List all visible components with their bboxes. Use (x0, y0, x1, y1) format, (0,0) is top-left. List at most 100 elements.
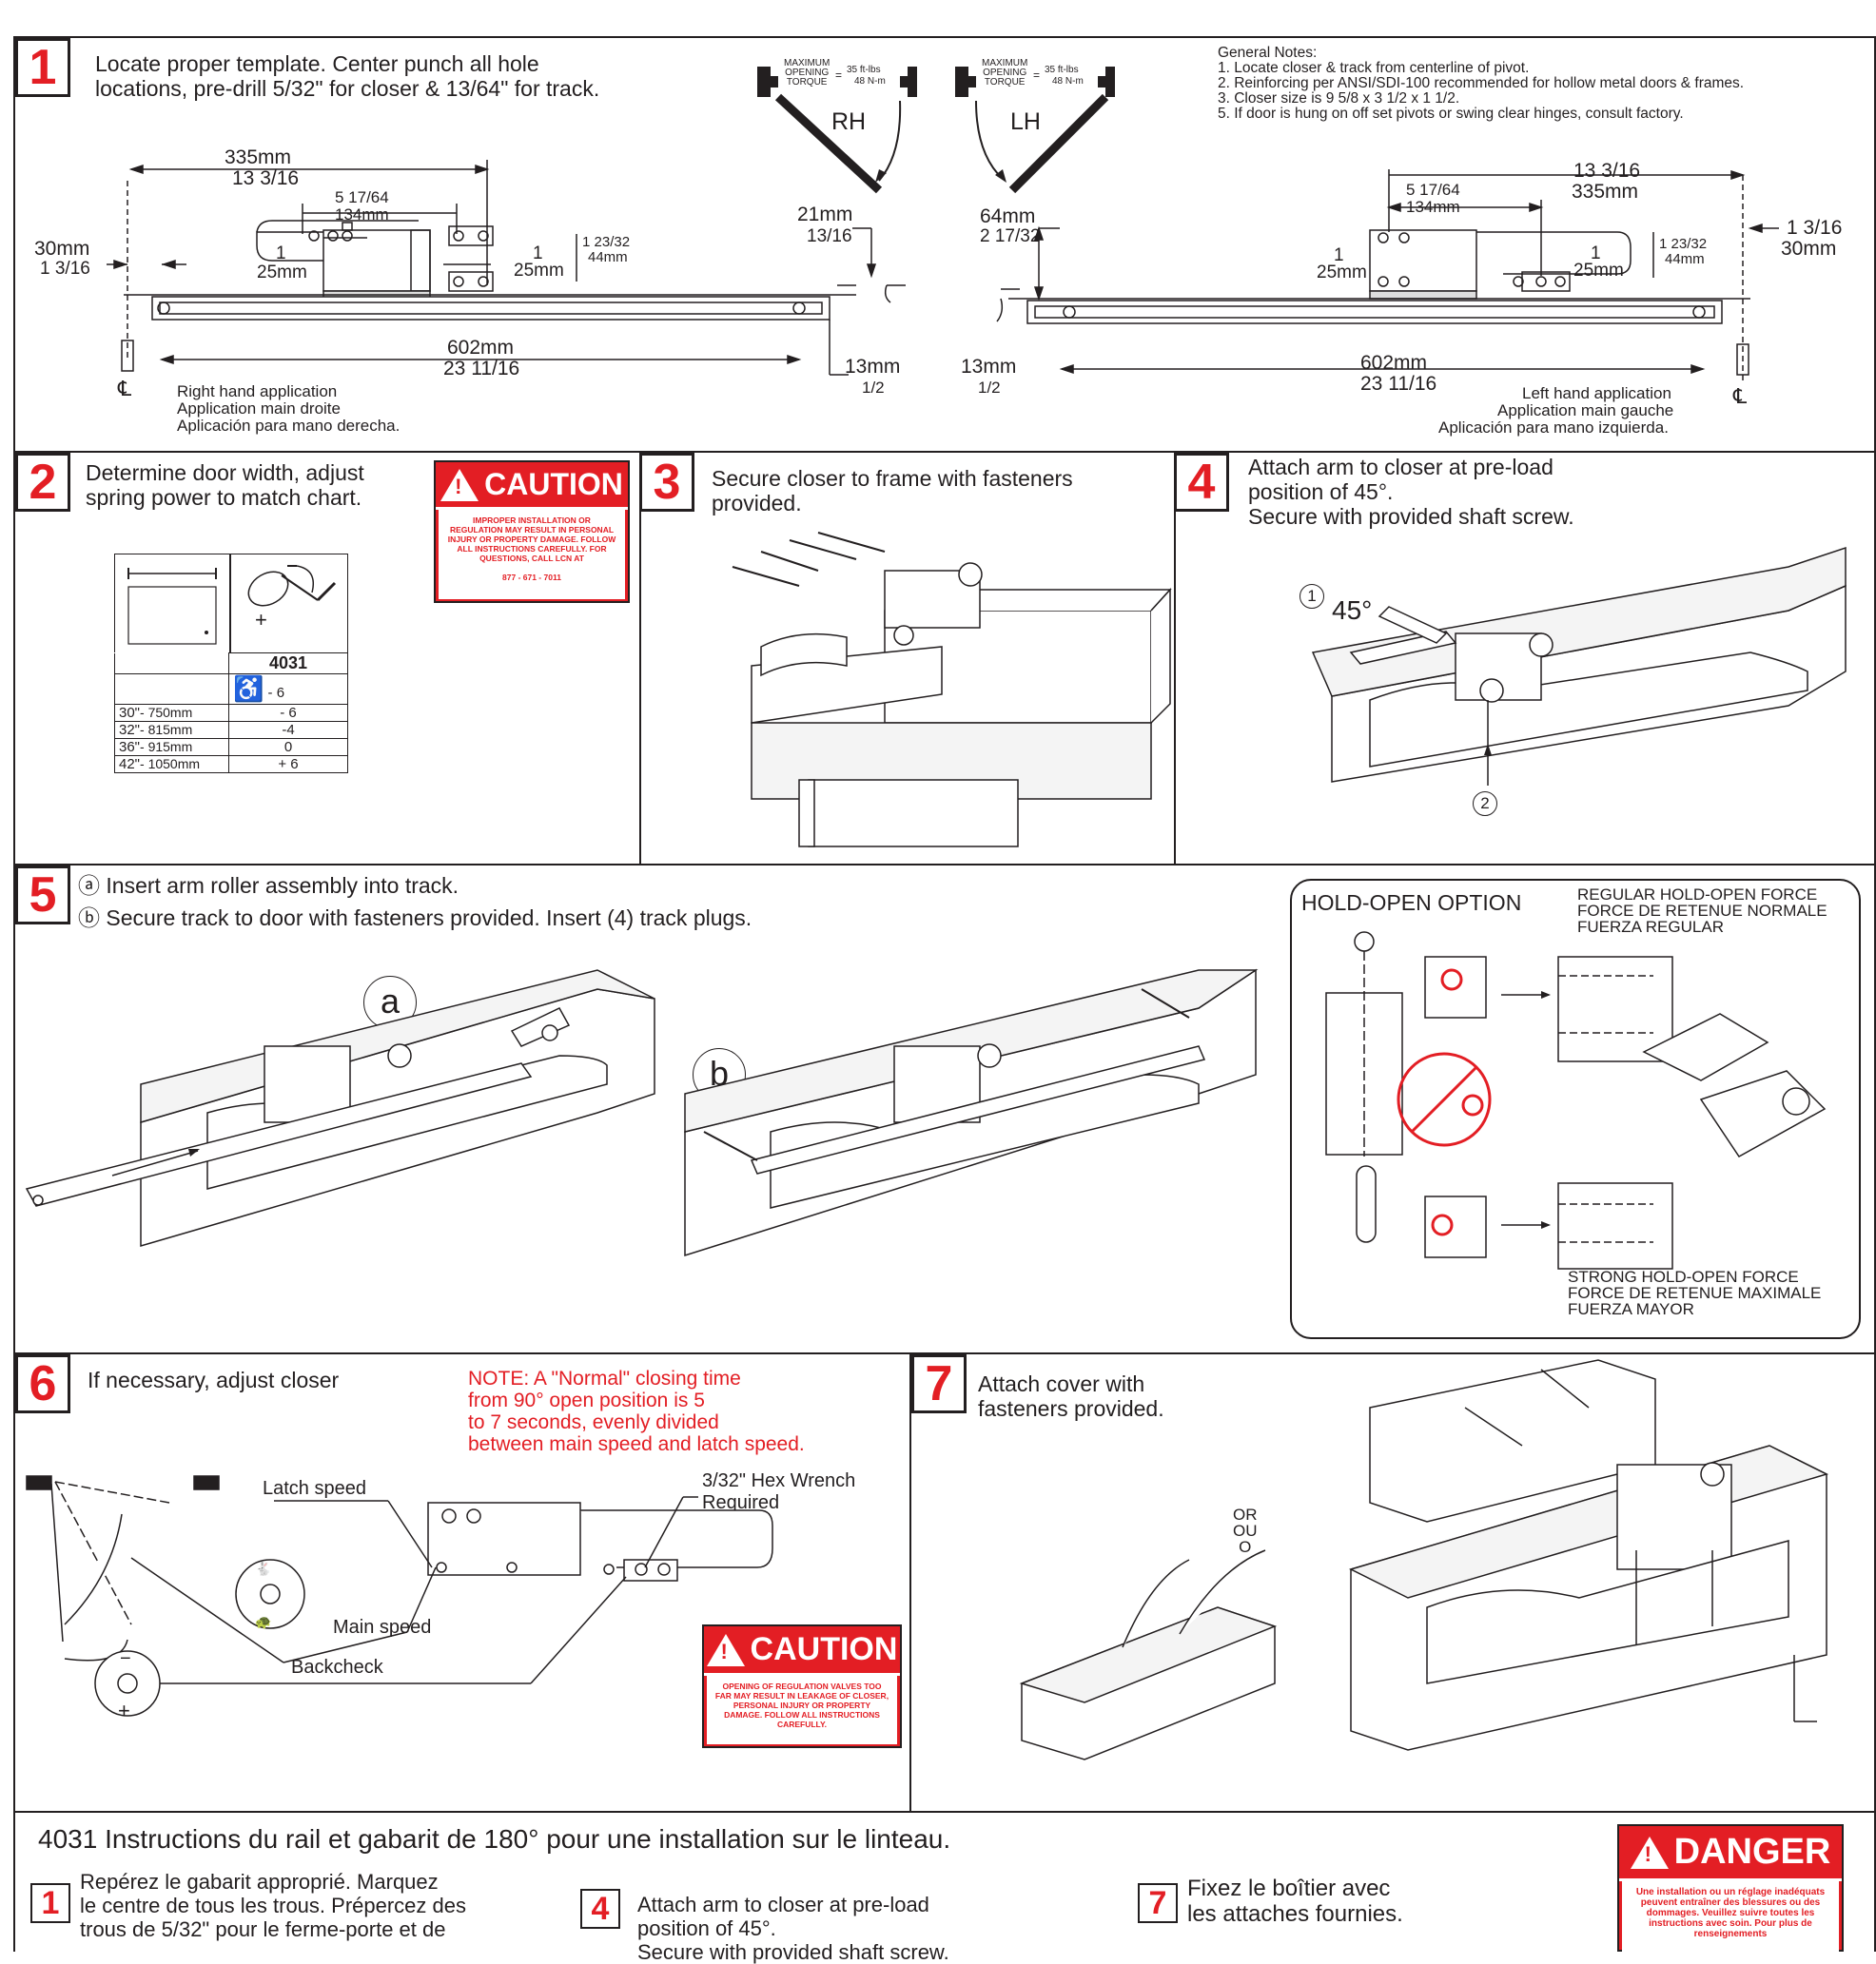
step-6-instruction: If necessary, adjust closer (88, 1368, 340, 1392)
dim: 134mm (1406, 198, 1460, 216)
dim: 13/16 (807, 226, 852, 246)
step-5-line-a: ⓐ Insert arm roller assembly into track. (78, 873, 459, 898)
dim: 30mm (1781, 238, 1837, 260)
model-number: 4031 (228, 652, 348, 674)
divider (13, 864, 1876, 865)
torque-lh: MAXIMUM OPENING TORQUE = 35 ft-lbs 48 N-… (955, 59, 1126, 202)
width-in: 42" (119, 756, 141, 772)
hold-open-diagram (1325, 931, 1827, 1270)
danger-title: DANGER (1673, 1832, 1831, 1872)
warning-icon: ! (706, 1633, 745, 1666)
step-number: 2 (29, 455, 57, 510)
step-5a-illustration (25, 969, 655, 1247)
dim: 21mm (797, 204, 853, 225)
step-4-instruction: Attach arm to closer at pre-load positio… (1248, 455, 1574, 529)
instruction-text: Secure track to door with fasteners prov… (106, 905, 752, 930)
torque-label: MAXIMUM OPENING TORQUE (982, 58, 1028, 88)
dim: 5 17/64 (335, 188, 389, 206)
turns: 0 (228, 738, 348, 756)
french-step-4-text: Attach arm to closer at pre-load positio… (637, 1893, 949, 1964)
dim: 23 11/16 (1360, 373, 1437, 395)
turns: - 6 (228, 704, 348, 722)
closing-time-note: NOTE: A "Normal" closing time from 90° o… (468, 1368, 805, 1455)
caution-text: IMPROPER INSTALLATION OR REGULATION MAY … (447, 515, 616, 563)
minus-sign: − (120, 1648, 131, 1669)
dim: 1 (276, 243, 286, 263)
step-3-illustration (732, 532, 1172, 847)
equals: = (1033, 68, 1041, 82)
dim: 64mm (980, 205, 1036, 227)
dim: 1/2 (978, 379, 1001, 397)
rh-template-drawing (107, 160, 906, 376)
hand-label: RH (831, 108, 867, 135)
dim: 134mm (335, 205, 389, 224)
step-4-illustration (1311, 546, 1847, 786)
french-step-7-text: Fixez le boîtier avec les attaches fourn… (1187, 1876, 1403, 1927)
step-1-badge: 1 (15, 38, 70, 97)
door-width-icon (127, 568, 217, 645)
french-title: 4031 Instructions du rail et gabarit de … (38, 1824, 951, 1854)
dim: 44mm (588, 249, 628, 265)
warning-icon: ! (440, 468, 479, 501)
french-step-7-badge: 7 (1138, 1883, 1178, 1923)
step-number: 1 (41, 1885, 60, 1921)
dim: 602mm (1360, 352, 1428, 374)
regular-force-label: REGULAR HOLD-OPEN FORCE FORCE DE RETENUE… (1577, 885, 1827, 936)
callout-1: 1 (1300, 584, 1324, 609)
door-swing-lh (975, 93, 1109, 194)
torque-value: 35 ft-lbs (1045, 65, 1079, 75)
warning-icon: ! (1630, 1836, 1669, 1869)
dim: 13 3/16 (232, 167, 300, 189)
spring-power-table: 4031 ♿ - 6 30"- 750mm- 6 32"- 815mm-4 36… (114, 652, 348, 773)
centerline-symbol: ℄ (1733, 384, 1748, 408)
marker: ⓐ (78, 873, 100, 898)
width-mm: - 815mm (140, 722, 193, 737)
label-text: b (709, 1054, 730, 1093)
dim: 1 (533, 243, 543, 263)
step-5b-illustration (684, 968, 1259, 1257)
dim: 1 3/16 (40, 259, 90, 279)
torque-value: 35 ft-lbs (847, 65, 881, 75)
plus-sign: + (118, 1699, 130, 1722)
application-label: Aplicación para mano derecha. (177, 417, 401, 435)
svg-text:+: + (255, 608, 267, 632)
width-mm: - 750mm (140, 705, 193, 720)
spring-adjust-icon: + (247, 565, 337, 632)
centerline-symbol: ℄ (118, 377, 132, 400)
hex-wrench-label: 3/32" Hex Wrench Required (702, 1470, 856, 1513)
step-7-illustration (1019, 1359, 1829, 1760)
dim: 1 23/32 (582, 234, 631, 250)
application-label: Aplicación para mano izquierda. (1438, 418, 1669, 437)
divider (13, 451, 1876, 453)
step-3-badge: 3 (639, 453, 694, 512)
danger-sign: !DANGER Une installation ou un réglage i… (1617, 1824, 1844, 1952)
hand-label: LH (1010, 108, 1041, 135)
divider (639, 451, 641, 864)
phone-number: 877 - 671 - 7011 (502, 573, 561, 582)
turtle-icon: 🐢 (255, 1614, 271, 1629)
turns: -4 (228, 721, 348, 739)
latch-speed-label: Latch speed (263, 1478, 366, 1499)
divider (1174, 451, 1176, 864)
step-number: 4 (1187, 455, 1216, 510)
dim: 44mm (1665, 251, 1705, 267)
dim: 1 (1591, 243, 1601, 263)
step-7-instruction: Attach cover with fasteners provided. (978, 1371, 1164, 1421)
divider (13, 1811, 1876, 1813)
step-3-instruction: Secure closer to frame with fasteners pr… (712, 466, 1073, 515)
width-in: 36" (119, 739, 141, 755)
table-row: 32"- 815mm-4 (114, 721, 348, 739)
step-number: 6 (29, 1356, 57, 1411)
step-1-instruction: Locate proper template. Center punch all… (95, 51, 600, 101)
accessibility-icon: ♿ (233, 674, 264, 703)
door-swing-rh (774, 93, 902, 194)
danger-text: Une installation ou un réglage inadéquat… (1635, 1887, 1826, 1939)
step-2-instruction: Determine door width, adjust spring powe… (86, 460, 364, 510)
general-notes: General Notes: 1. Locate closer & track … (1218, 45, 1745, 122)
dim: 25mm (257, 263, 307, 282)
divider (13, 1352, 1876, 1354)
step-6-badge: 6 (15, 1354, 70, 1413)
dim: 25mm (1317, 263, 1367, 282)
width-mm: - 1050mm (140, 756, 201, 771)
